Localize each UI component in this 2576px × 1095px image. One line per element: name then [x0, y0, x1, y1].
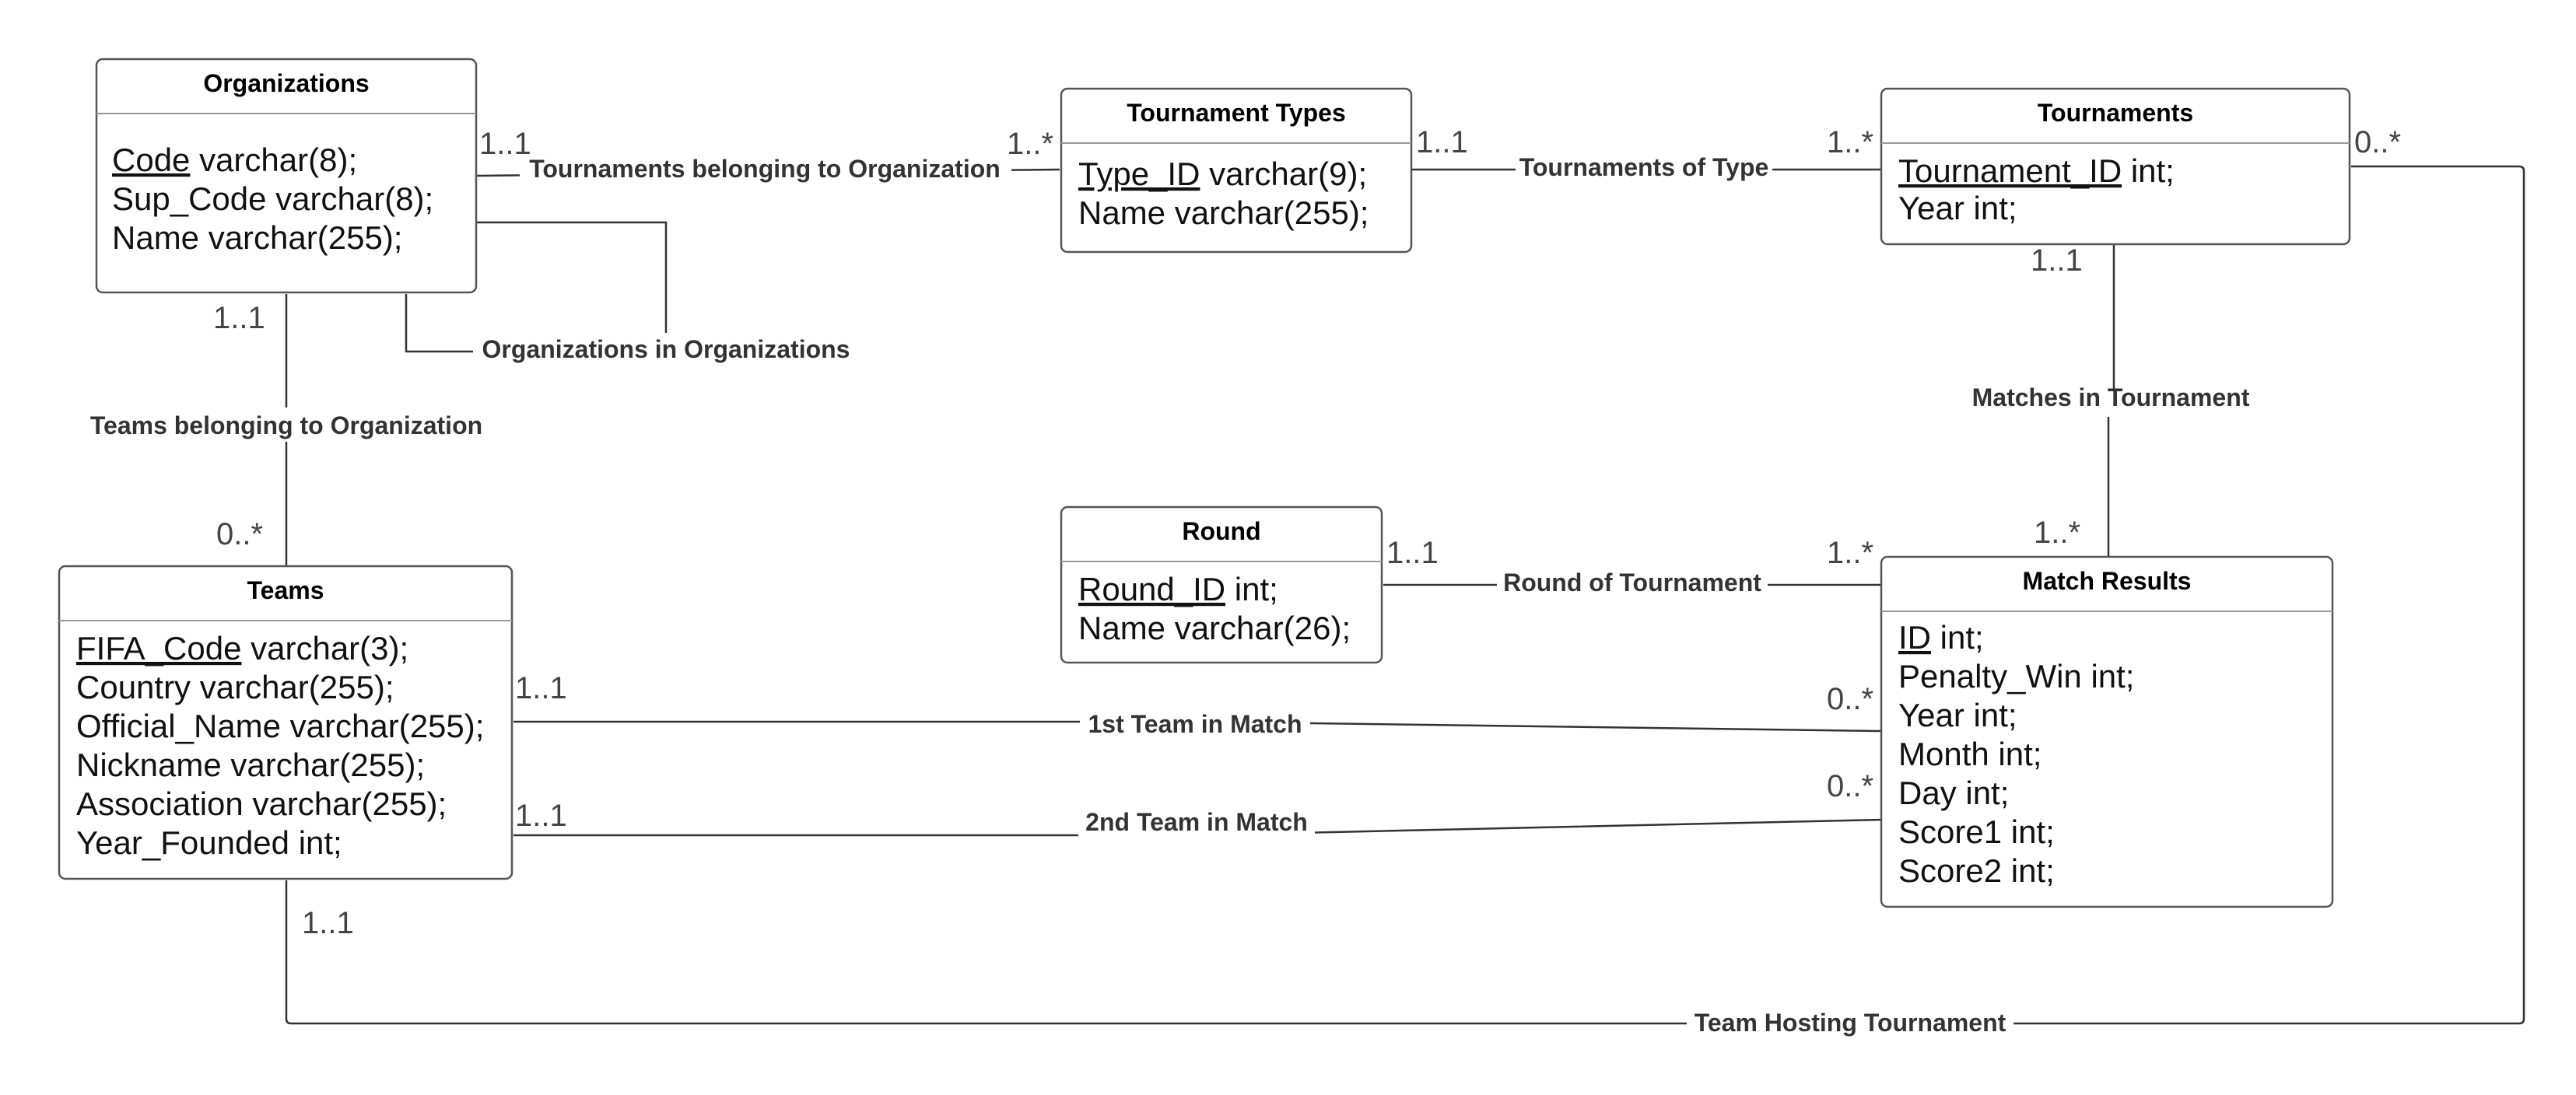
- entity-organizations[interactable]: Organizations Code varchar(8); Sup_Code …: [95, 58, 478, 294]
- multiplicity-from: 1..1: [515, 799, 567, 833]
- entity-box: [1060, 506, 1383, 664]
- attribute-primary-key: FIFA_Code varchar(3);: [76, 630, 408, 666]
- attribute-type: int;: [2122, 152, 2175, 189]
- primary-key: ID: [1898, 619, 1931, 656]
- entity-title: Tournaments: [2038, 99, 2193, 127]
- rel-round-of-tournament: Round of Tournament 1..1 1..*: [1383, 536, 1881, 602]
- multiplicity-from: 1..1: [1386, 536, 1439, 570]
- entity-title: Teams: [247, 576, 324, 604]
- multiplicity-to: 0..*: [1827, 682, 1873, 716]
- relationship-label: 2nd Team in Match: [1085, 808, 1308, 836]
- multiplicity-from: 1..1: [479, 127, 531, 161]
- attribute-primary-key: Type_ID varchar(9);: [1078, 156, 1367, 192]
- rel-tournaments-of-type: Tournaments of Type 1..1 1..*: [1412, 125, 1881, 187]
- multiplicity-to: 0..*: [1827, 769, 1873, 803]
- entity-title: Match Results: [2023, 567, 2192, 595]
- relationship-label: Teams belonging to Organization: [90, 411, 482, 439]
- label-bg: [1687, 1006, 2013, 1041]
- relationship-label: Tournaments of Type: [1519, 153, 1769, 181]
- attribute-type: int;: [1225, 571, 1278, 607]
- attribute: Score2 int;: [1898, 852, 2055, 889]
- rel-organizations-in-organizations: Organizations in Organizations: [405, 221, 859, 367]
- attribute: Score1 int;: [1898, 813, 2055, 850]
- multiplicity-from: 1..1: [1416, 125, 1468, 159]
- attribute-primary-key: Code varchar(8);: [112, 142, 357, 178]
- attribute-primary-key: Tournament_ID int;: [1898, 152, 2175, 189]
- attribute: Year int;: [1898, 190, 2017, 226]
- attribute-type: varchar(9);: [1200, 156, 1367, 192]
- attribute: Year int;: [1898, 697, 2017, 733]
- multiplicity-to: 1..*: [2034, 516, 2080, 550]
- entity-title: Round: [1182, 517, 1260, 545]
- attribute-primary-key: Round_ID int;: [1078, 571, 1278, 607]
- attribute: Name varchar(255);: [112, 219, 402, 256]
- primary-key: Tournament_ID: [1898, 152, 2122, 189]
- attribute: Penalty_Win int;: [1898, 658, 2134, 694]
- multiplicity-from: 1..1: [302, 906, 354, 940]
- primary-key: FIFA_Code: [76, 630, 241, 666]
- entity-title: Organizations: [203, 69, 369, 97]
- multiplicity-from: 1..1: [2031, 243, 2083, 278]
- connector-line: [285, 165, 2525, 1025]
- attribute: Name varchar(26);: [1078, 610, 1351, 646]
- label-bg: [78, 408, 495, 442]
- multiplicity-to: 0..*: [2354, 125, 2401, 159]
- entity-box: [95, 58, 478, 294]
- multiplicity-to: 1..*: [1007, 127, 1053, 161]
- attribute-type: int;: [1931, 619, 1984, 656]
- label-bg: [1080, 708, 1310, 740]
- attribute: Nickname varchar(255);: [76, 747, 425, 783]
- relationship-label: Team Hosting Tournament: [1695, 1009, 2006, 1037]
- entity-match-results[interactable]: Match Results ID int; Penalty_Win int; Y…: [1880, 555, 2334, 908]
- rel-teams-belonging-to-organization: Teams belonging to Organization 1..1 0..…: [78, 294, 495, 566]
- relationship-label: 1st Team in Match: [1088, 710, 1302, 738]
- label-bg: [520, 152, 1011, 187]
- attribute: Sup_Code varchar(8);: [112, 180, 433, 217]
- multiplicity-to: 1..*: [1827, 125, 1873, 159]
- rel-tournaments-belonging-to-organization: Tournaments belonging to Organization 1.…: [475, 127, 1060, 187]
- rel-team-hosting-tournament: Team Hosting Tournament 1..1 0..*: [285, 125, 2525, 1041]
- label-bg: [1497, 568, 1768, 602]
- entity-tournaments[interactable]: Tournaments Tournament_ID int; Year int;: [1880, 87, 2351, 246]
- entity-box: [1060, 87, 1413, 254]
- entity-round[interactable]: Round Round_ID int; Name varchar(26);: [1060, 506, 1383, 664]
- label-bg: [473, 333, 859, 367]
- entity-box: [1880, 87, 2351, 246]
- primary-key: Type_ID: [1078, 156, 1200, 192]
- relationship-label: Tournaments belonging to Organization: [529, 155, 1001, 183]
- attribute: Name varchar(255);: [1078, 194, 1369, 231]
- rel-second-team-in-match: 2nd Team in Match 1..1 0..*: [513, 769, 1882, 838]
- attribute-type: varchar(8);: [190, 142, 357, 178]
- attribute: Day int;: [1898, 775, 2009, 811]
- attribute-primary-key: ID int;: [1898, 619, 1984, 656]
- primary-key: Round_ID: [1078, 571, 1225, 607]
- attribute: Association varchar(255);: [76, 785, 447, 822]
- relationship-label: Matches in Tournament: [1972, 383, 2250, 411]
- entity-tournament-types[interactable]: Tournament Types Type_ID varchar(9); Nam…: [1060, 87, 1413, 254]
- connector-line: [2107, 244, 2115, 557]
- relationship-label: Round of Tournament: [1503, 568, 1761, 596]
- entity-box: [58, 565, 513, 880]
- label-bg: [1078, 806, 1315, 838]
- multiplicity-from: 1..1: [515, 671, 567, 705]
- multiplicity-from: 1..1: [213, 301, 265, 335]
- multiplicity-to: 0..*: [216, 517, 263, 551]
- entity-box: [1880, 555, 2334, 908]
- attribute: Official_Name varchar(255);: [76, 708, 484, 744]
- attribute-type: varchar(3);: [241, 630, 408, 666]
- multiplicity-to: 1..*: [1827, 536, 1873, 570]
- rel-first-team-in-match: 1st Team in Match 1..1 0..*: [513, 671, 1882, 740]
- attribute: Month int;: [1898, 736, 2042, 772]
- entity-title: Tournament Types: [1127, 99, 1346, 127]
- entity-teams[interactable]: Teams FIFA_Code varchar(3); Country varc…: [58, 565, 513, 880]
- attribute: Year_Founded int;: [76, 824, 342, 861]
- rel-matches-in-tournament: Matches in Tournament 1..1 1..*: [1972, 243, 2250, 557]
- attribute: Country varchar(255);: [76, 669, 394, 705]
- relationship-label: Organizations in Organizations: [482, 335, 850, 363]
- primary-key: Code: [112, 142, 190, 178]
- label-bg: [1516, 152, 1772, 187]
